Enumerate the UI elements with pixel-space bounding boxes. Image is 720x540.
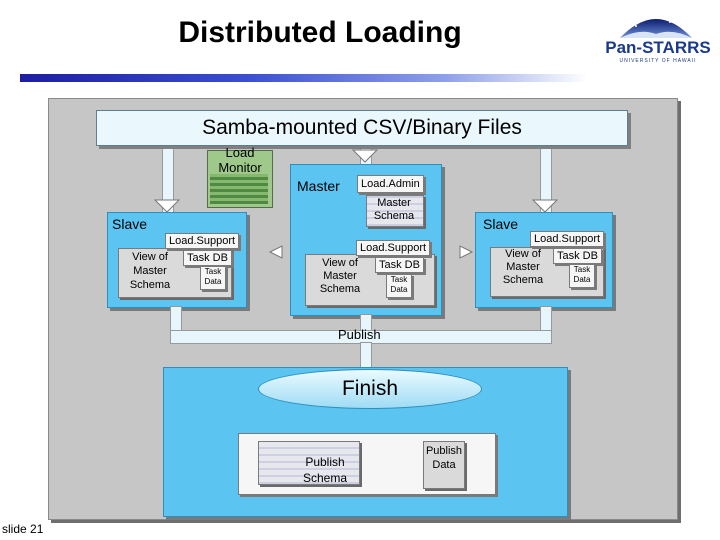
pan-starrs-logo bbox=[620, 13, 692, 38]
publish-label: Publish bbox=[338, 327, 381, 342]
master-task-db: Task DB bbox=[375, 257, 424, 273]
slave-left-label: Slave bbox=[112, 216, 148, 232]
logo-name: Pan-STARRS bbox=[605, 38, 711, 57]
slave-right-task-db: Task DB bbox=[553, 248, 602, 264]
slide-number: slide 21 bbox=[2, 522, 44, 536]
publish-down-connector bbox=[360, 342, 372, 370]
publish-data-box: Publish Data bbox=[423, 441, 465, 489]
master-schema-box bbox=[366, 195, 424, 227]
slave-right-task-data: Task Data bbox=[569, 264, 595, 288]
slave-left-view-of-master-schema: View of Master Schema bbox=[129, 251, 171, 291]
slave-right-view-of-master-schema: View of Master Schema bbox=[502, 248, 544, 286]
files-banner: Samba-mounted CSV/Binary Files bbox=[96, 110, 628, 146]
load-monitor-screen bbox=[210, 174, 268, 204]
publish-schema-label: Publish Schema bbox=[302, 455, 348, 485]
master-load-support: Load.Support bbox=[356, 240, 431, 256]
slave-left-load-support: Load.Support bbox=[165, 233, 240, 249]
slave-left-task-data: Task Data bbox=[200, 266, 226, 290]
publish-schema-diagram bbox=[258, 441, 360, 485]
master-load-admin: Load.Admin bbox=[357, 175, 424, 193]
slave-right-label: Slave bbox=[483, 216, 519, 232]
master-task-data: Task Data bbox=[386, 274, 412, 298]
title-underline bbox=[20, 74, 588, 82]
load-monitor-label: Load Monitor bbox=[218, 145, 262, 175]
slide-title: Distributed Loading bbox=[178, 16, 462, 49]
master-schema-label: Master Schema bbox=[373, 197, 415, 222]
logo-subtitle: UNIVERSITY OF HAWAII bbox=[619, 58, 697, 64]
finish-stage: Finish bbox=[258, 369, 482, 409]
master-view-of-master-schema: View of Master Schema bbox=[319, 257, 361, 295]
slave-left-task-db: Task DB bbox=[183, 250, 232, 266]
slave-right-load-support: Load.Support bbox=[530, 231, 605, 247]
master-label: Master bbox=[297, 178, 340, 194]
